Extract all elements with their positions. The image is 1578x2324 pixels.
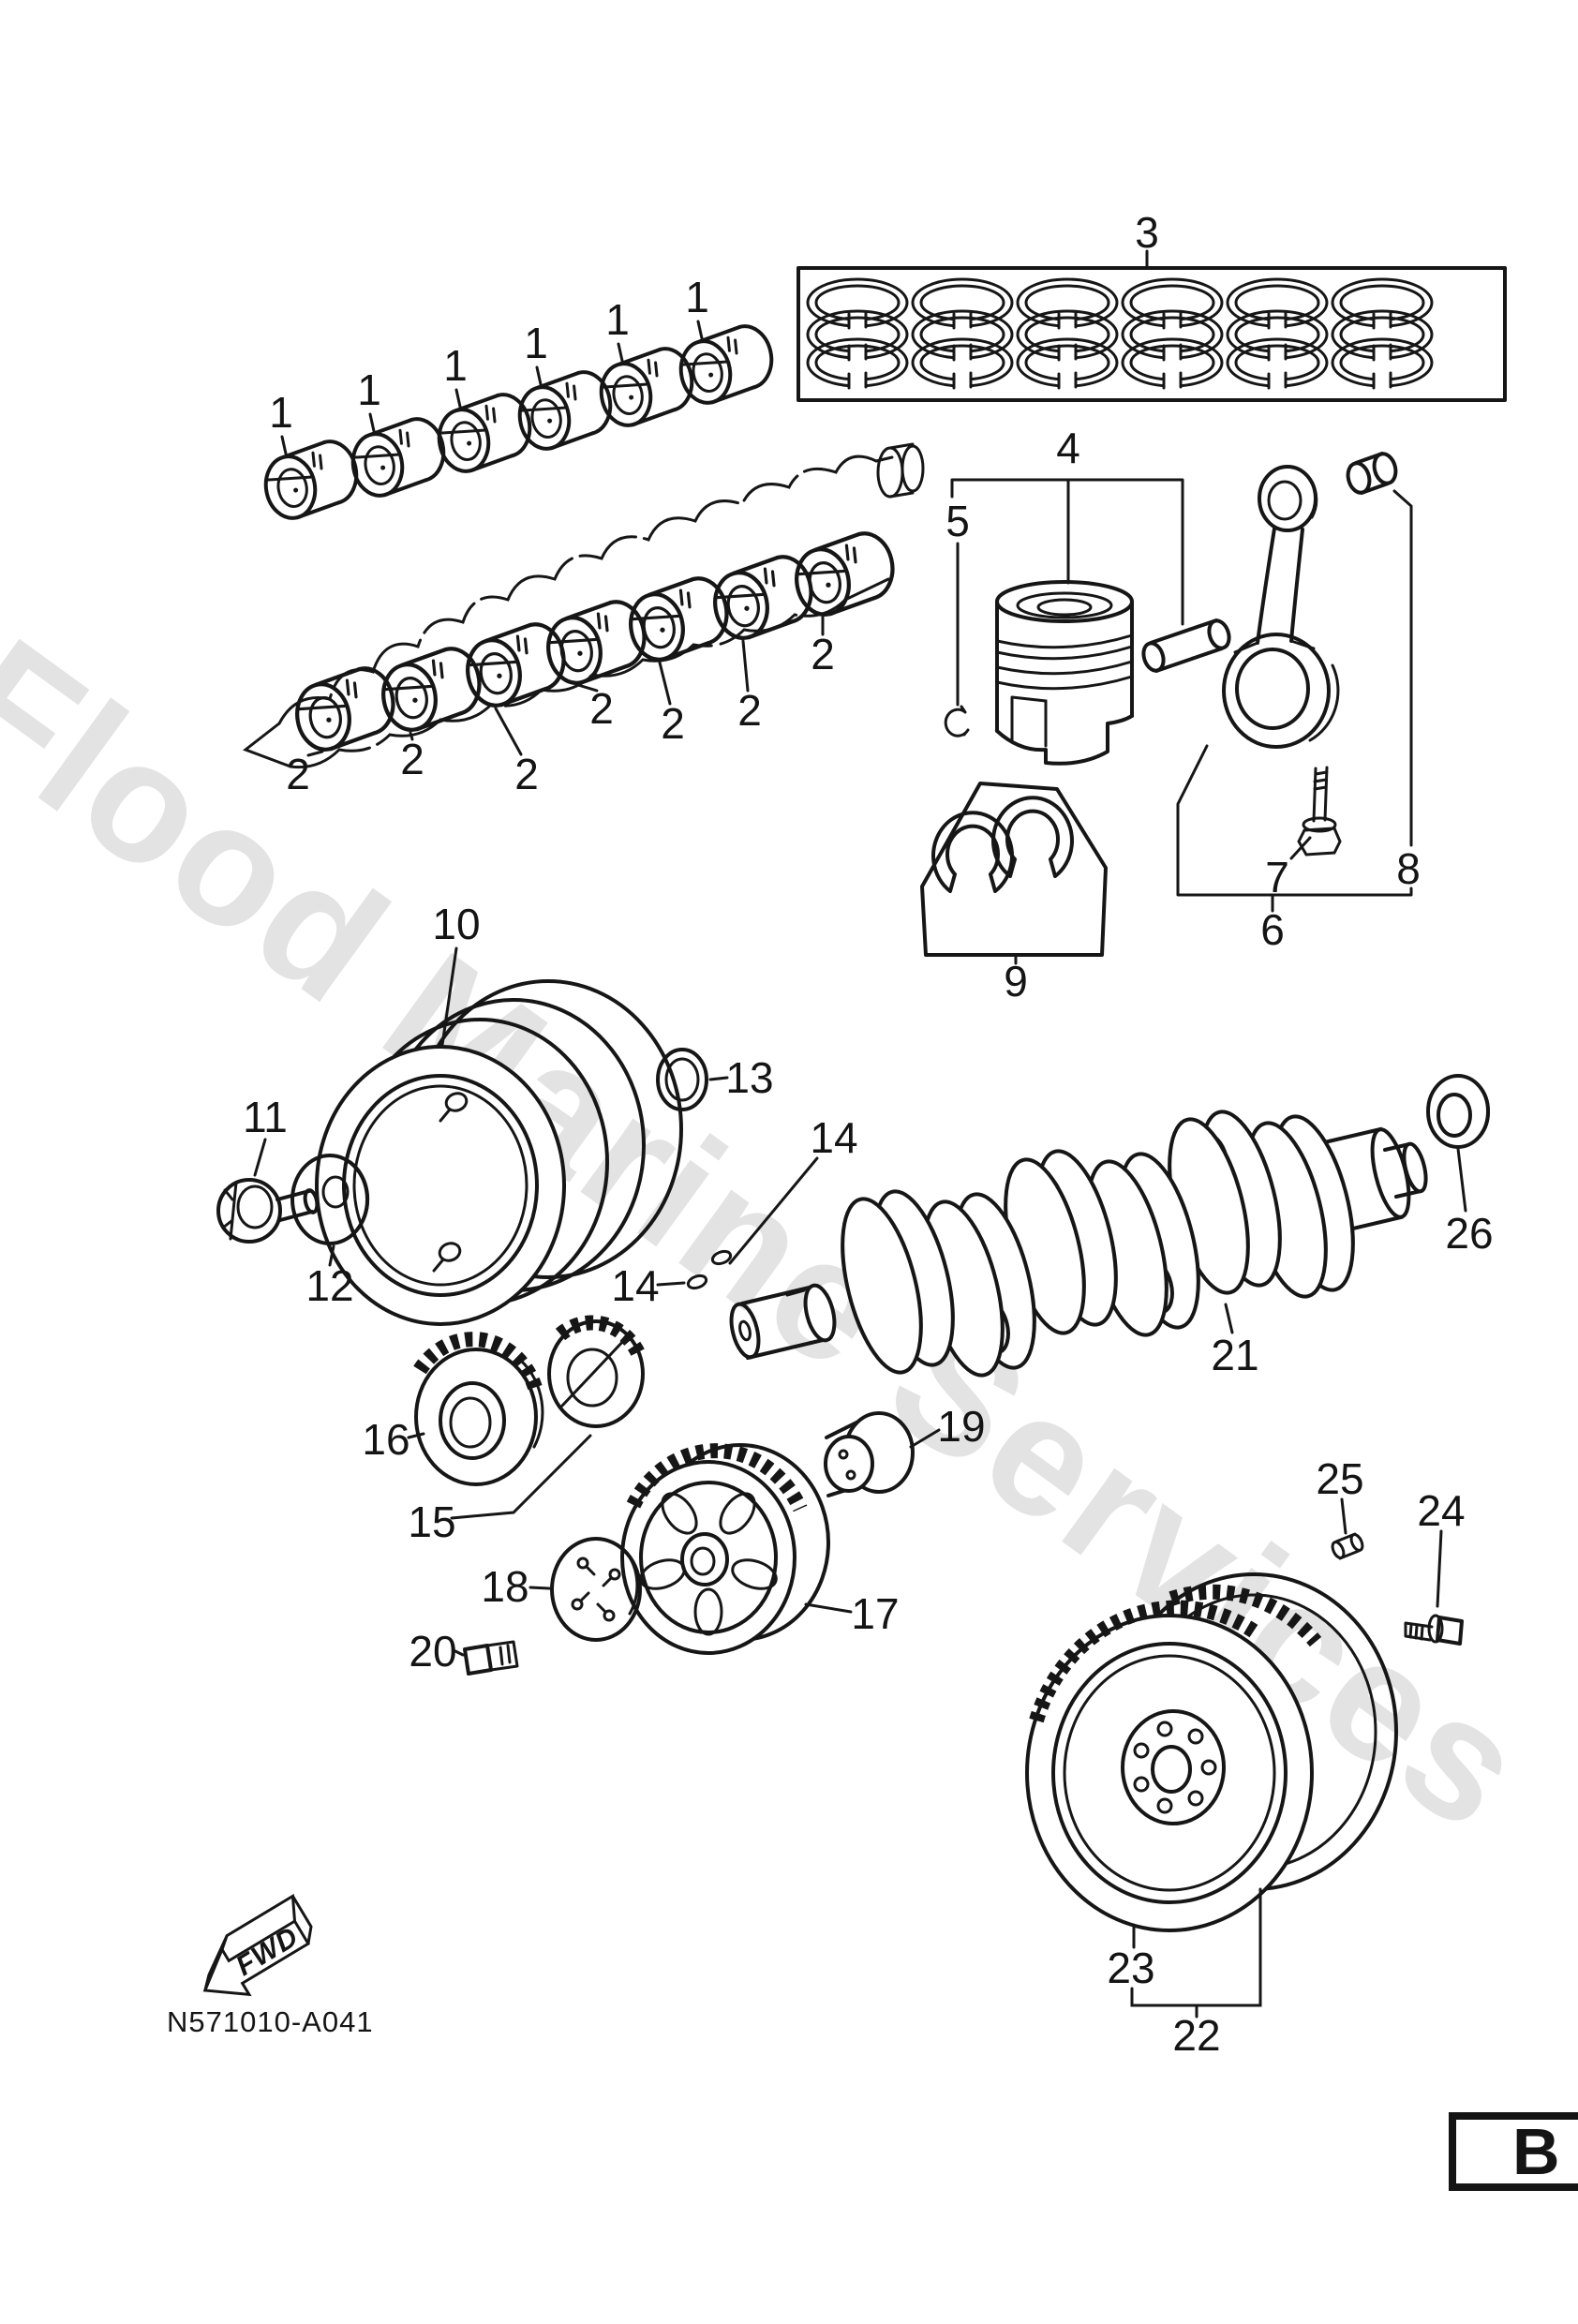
part-callout-19: 19: [937, 1402, 986, 1451]
flywheel-dowel-pin: [1331, 1497, 1364, 1560]
part-callout-1: 1: [269, 388, 293, 437]
part-callout-12: 12: [305, 1261, 354, 1310]
rod-bearing-shells: [920, 782, 1108, 965]
flywheel: [1025, 1572, 1398, 2019]
fwd-arrow: [202, 1893, 313, 1997]
drawing-code: N571010-A041: [167, 2005, 374, 2038]
part-callout-21: 21: [1211, 1331, 1259, 1379]
part-callout-14: 14: [810, 1113, 858, 1162]
flywheel-bolt: [1404, 1529, 1464, 1646]
part-callout-10: 10: [432, 900, 481, 948]
part-callout-20: 20: [409, 1627, 457, 1676]
part-callout-24: 24: [1417, 1486, 1466, 1535]
rear-oil-seal: [1426, 1074, 1490, 1213]
piston-circlip: [944, 705, 970, 737]
part-callout-1: 1: [685, 273, 709, 321]
part-callout-15: 15: [408, 1497, 456, 1546]
piston-ring-set-box: [796, 249, 1507, 402]
section-letter-box: B: [1449, 2112, 1578, 2191]
part-callout-2: 2: [514, 750, 539, 798]
part-callout-8: 8: [1396, 844, 1421, 893]
part-callout-23: 23: [1107, 1944, 1155, 1992]
section-letter: B: [1512, 2115, 1560, 2188]
part-callout-25: 25: [1316, 1454, 1364, 1503]
part-callout-22: 22: [1172, 2011, 1221, 2060]
part-callout-14: 14: [611, 1261, 660, 1310]
part-callout-1: 1: [357, 365, 381, 414]
connecting-rod-assembly: [1176, 452, 1413, 913]
main-bearing-lower-group: [290, 529, 899, 757]
part-callout-16: 16: [362, 1415, 410, 1464]
part-callout-17: 17: [851, 1589, 900, 1638]
part-callout-1: 1: [605, 295, 630, 344]
part-callout-2: 2: [400, 735, 424, 783]
crank-pulley: [315, 946, 683, 1326]
part-callout-2: 2: [661, 699, 685, 748]
part-callout-18: 18: [481, 1562, 529, 1611]
main-bearing-upper-group: [258, 320, 780, 525]
part-callout-2: 2: [811, 630, 835, 678]
retainer-plate: [528, 1537, 642, 1642]
part-callout-11: 11: [243, 1093, 288, 1141]
rod-bolt: [1297, 766, 1342, 857]
spacer-pulley: [824, 1411, 941, 1497]
rod-small-end-bushing: [1346, 452, 1398, 495]
part-callout-26: 26: [1445, 1209, 1494, 1258]
part-callout-5: 5: [945, 497, 970, 545]
driven-sprocket: [620, 1443, 853, 1655]
piston-assembly: [944, 478, 1231, 766]
part-callout-2: 2: [286, 750, 310, 798]
part-callout-3: 3: [1135, 208, 1159, 257]
plate-bolt: [454, 1640, 519, 1676]
part-callout-7: 7: [1265, 853, 1289, 901]
crankshaft-sketch: [242, 442, 925, 769]
part-callout-1: 1: [524, 319, 548, 367]
crank-timing-gear: [407, 1332, 544, 1486]
woodruff-keys: [656, 1156, 819, 1290]
part-callout-6: 6: [1260, 905, 1285, 954]
pulley-washer: [290, 1154, 370, 1267]
part-callout-2: 2: [737, 686, 762, 735]
gear-segment: [450, 1315, 647, 1520]
part-callout-4: 4: [1056, 424, 1080, 472]
part-callout-13: 13: [725, 1053, 774, 1102]
part-callout-2: 2: [589, 684, 614, 733]
piston-pin: [1141, 618, 1231, 673]
front-oil-seal: [656, 1048, 729, 1111]
part-callout-9: 9: [1004, 957, 1028, 1006]
part-callout-1: 1: [443, 341, 468, 390]
crankshaft: [729, 1110, 1428, 1378]
pulley-bolt: [216, 1138, 320, 1244]
